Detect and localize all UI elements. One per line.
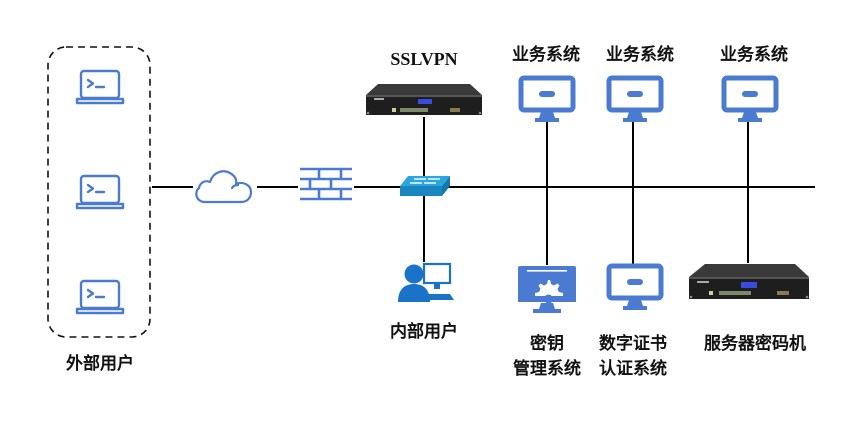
monitor-icon — [721, 75, 779, 123]
internal-user-label: 内部用户 — [390, 322, 458, 342]
external-users-group — [47, 46, 151, 338]
key-management-label-line2: 管理系统 — [513, 359, 581, 379]
business-system-label: 业务系统 — [720, 45, 788, 65]
monitor-icon — [518, 75, 576, 123]
rack-server-icon — [687, 263, 811, 303]
dashed-group-border — [47, 46, 151, 338]
monitor-icon — [606, 263, 664, 311]
rack-server-icon — [364, 83, 484, 119]
external-users-label: 外部用户 — [66, 354, 134, 374]
user-workstation-icon — [398, 262, 454, 304]
laptop-terminal-icon — [75, 278, 125, 318]
cloud-icon — [193, 164, 257, 206]
cert-auth-label-line2: 认证系统 — [599, 359, 667, 379]
cert-auth-label-line1: 数字证书 — [599, 334, 667, 354]
network-switch-icon — [398, 175, 452, 199]
sslvpn-label: SSLVPN — [390, 49, 458, 69]
business-system-label: 业务系统 — [512, 45, 580, 65]
business-system-label: 业务系统 — [606, 45, 674, 65]
firewall-icon — [298, 166, 354, 204]
monitor-icon — [606, 75, 664, 123]
monitor-gear-icon — [517, 265, 577, 315]
laptop-terminal-icon — [75, 68, 125, 108]
key-management-label-line1: 密钥 — [530, 334, 564, 354]
laptop-terminal-icon — [75, 173, 125, 213]
crypto-machine-label: 服务器密码机 — [704, 334, 806, 354]
